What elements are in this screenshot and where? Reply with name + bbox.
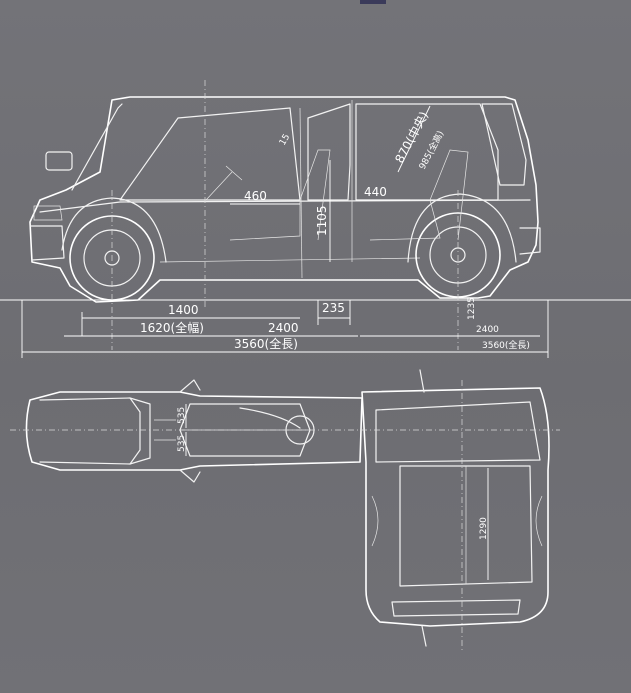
- dim-label-3560: 3560(全長): [234, 336, 298, 351]
- mirror-bottom: [179, 469, 201, 483]
- front-bumper: [29, 225, 65, 261]
- windshield-top: [129, 397, 151, 465]
- rear-seat-block: [399, 465, 533, 587]
- antenna-top: [419, 369, 425, 393]
- dim-line-870: [397, 105, 431, 173]
- side-view: 1400 1620(全幅) 2400 235 3560(全長) 2400 356…: [0, 80, 631, 358]
- mirror-top: [179, 379, 201, 393]
- dim-label-1105: 1105: [315, 205, 329, 236]
- headlight: [33, 205, 63, 221]
- side-mirror: [45, 151, 73, 171]
- dim-label-15: 15: [278, 133, 292, 148]
- front-wheel-arch: [61, 197, 167, 263]
- steering-top: [154, 419, 176, 441]
- rear-wheel-well-r: [535, 495, 543, 547]
- top-view: 535 535 1290: [10, 369, 560, 650]
- side-body-outline: [29, 96, 539, 303]
- print-edge-mark: [360, 0, 386, 4]
- dim-label-460: 460: [244, 189, 267, 203]
- door-cut-front: [299, 107, 303, 279]
- dim-label-235: 235: [322, 301, 345, 315]
- rear-wheel-arch: [407, 193, 517, 263]
- rear-wheel-well-l: [371, 495, 379, 547]
- dim-label-2400: 2400: [268, 321, 299, 335]
- front-window: [119, 107, 301, 201]
- top-body-outline: [25, 391, 363, 471]
- dim-label-1400: 1400: [168, 303, 199, 317]
- rear-section-outline: [361, 387, 550, 627]
- belt-line: [39, 199, 531, 213]
- windshield-line: [71, 103, 123, 191]
- hood-outline: [39, 397, 141, 465]
- rear-bumper: [519, 227, 541, 255]
- rear-seat-ghost: [369, 149, 469, 241]
- dim-label-440: 440: [364, 185, 387, 199]
- sliding-door-window: [307, 103, 351, 201]
- rear-floor-outline: [375, 401, 541, 463]
- rocker-line: [159, 257, 421, 263]
- dim-label-1620: 1620(全幅): [140, 320, 204, 335]
- front-seat-ghost: [229, 149, 331, 241]
- rear-quarter-window: [481, 103, 527, 186]
- dim-label-3560-small: 3560(全長): [482, 339, 530, 351]
- steering-wheel-ghost: [205, 165, 243, 201]
- dim-label-535a: 535: [177, 407, 187, 424]
- tow-hook: [421, 625, 427, 647]
- dim-label-1290: 1290: [479, 517, 489, 540]
- dim-label-1235: 1235: [467, 297, 477, 320]
- dim-label-2400-small: 2400: [476, 325, 499, 335]
- dim-label-535b: 535: [177, 435, 187, 452]
- tail-detail: [391, 599, 521, 617]
- roof-top-detail: [239, 407, 301, 429]
